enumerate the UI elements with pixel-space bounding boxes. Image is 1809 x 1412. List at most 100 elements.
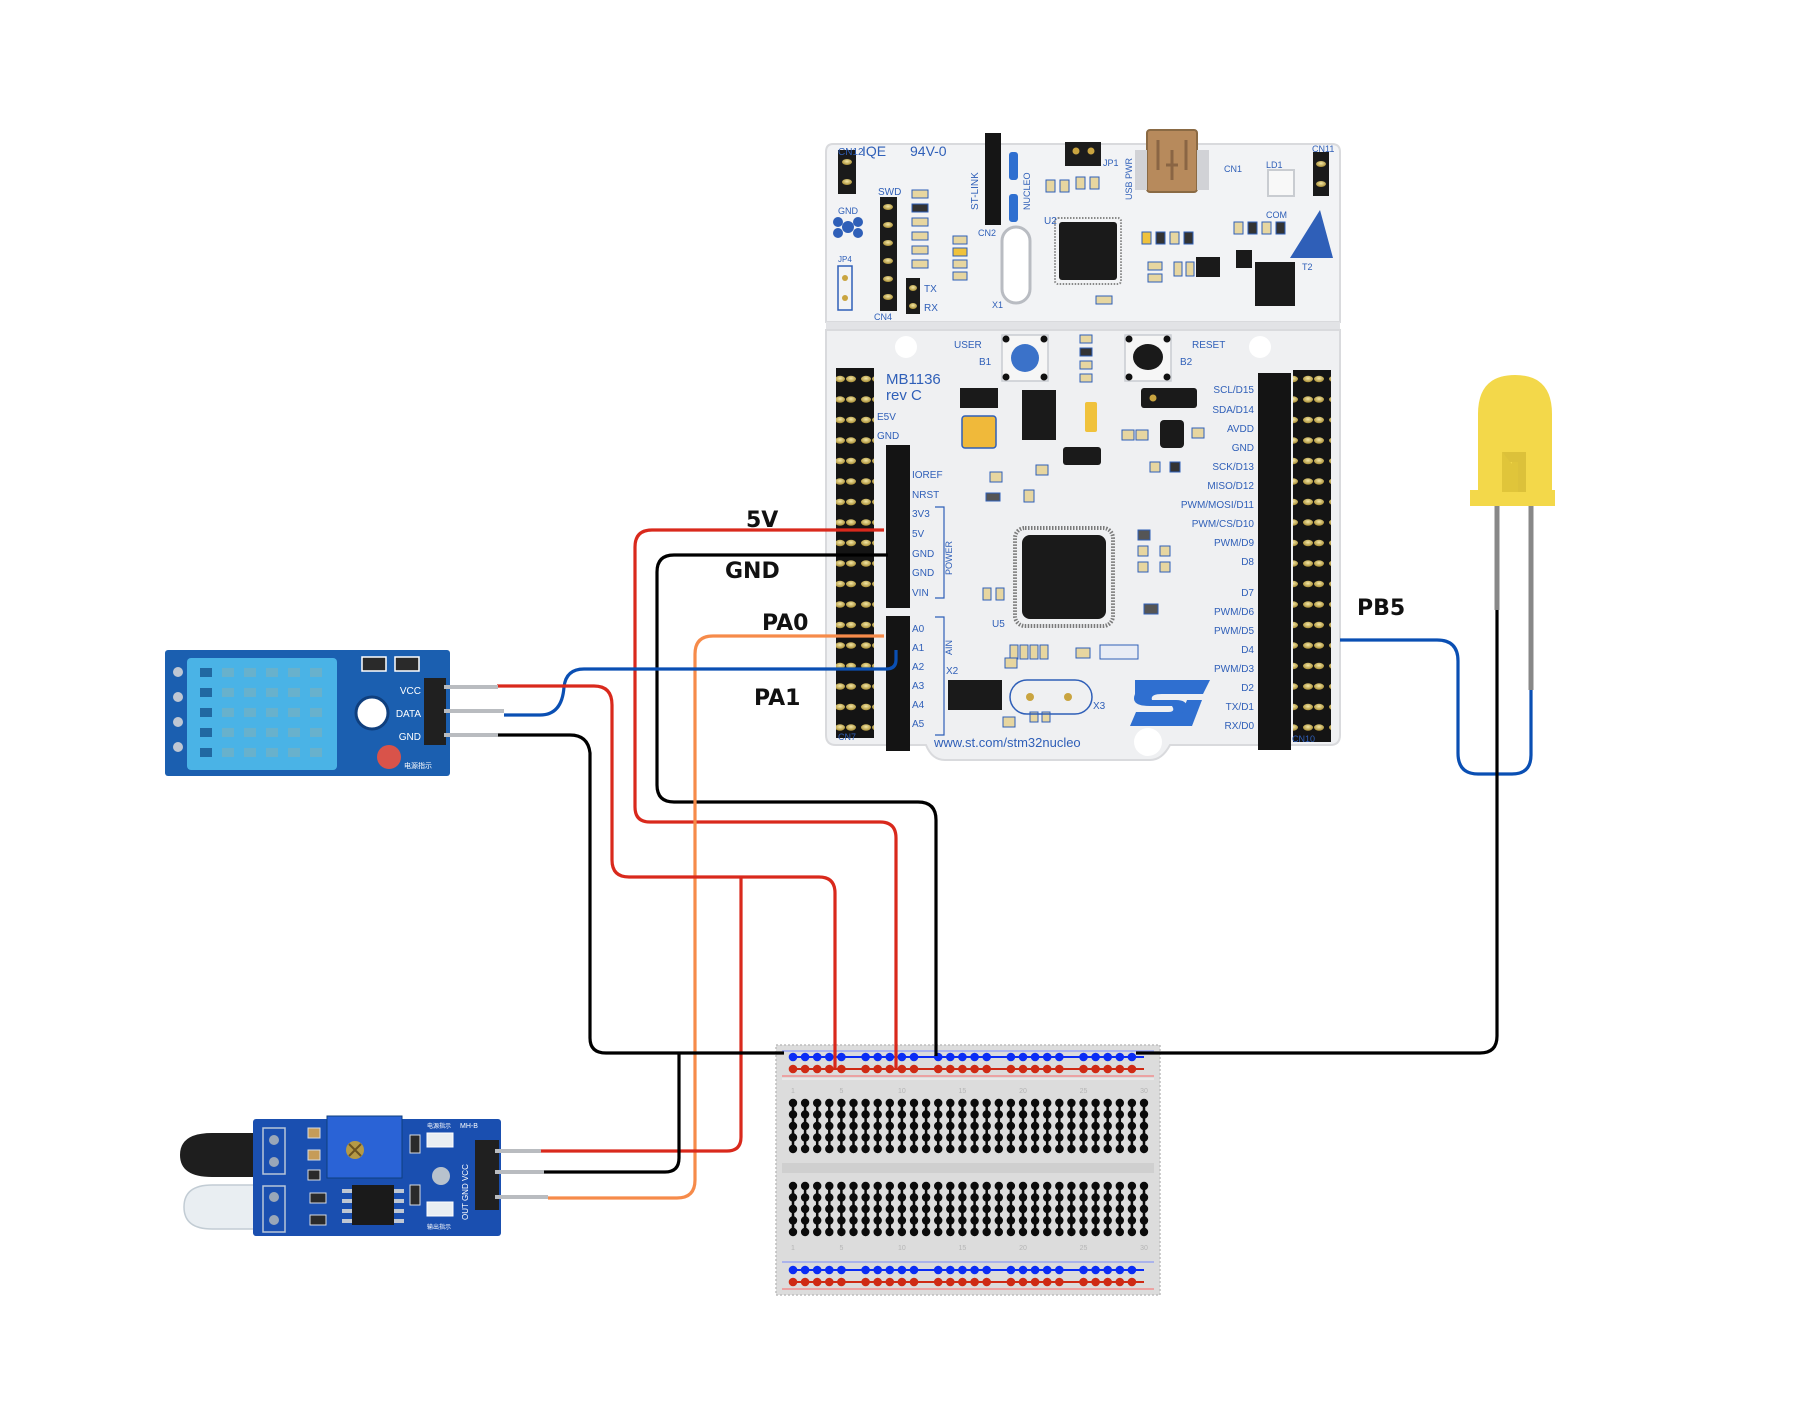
- breadboard-hole[interactable]: [849, 1204, 858, 1214]
- breadboard-hole[interactable]: [1139, 1110, 1149, 1119]
- rail-positive-hole[interactable]: [812, 1277, 822, 1287]
- breadboard-hole[interactable]: [994, 1133, 1003, 1142]
- rail-positive-hole[interactable]: [946, 1277, 955, 1287]
- breadboard-hole[interactable]: [800, 1216, 810, 1225]
- breadboard-hole[interactable]: [1079, 1144, 1088, 1154]
- breadboard-hole[interactable]: [1103, 1098, 1112, 1108]
- breadboard-hole[interactable]: [1115, 1098, 1125, 1108]
- breadboard-hole[interactable]: [1115, 1204, 1125, 1214]
- breadboard-hole[interactable]: [849, 1227, 858, 1237]
- breadboard-hole[interactable]: [934, 1204, 943, 1214]
- breadboard-hole[interactable]: [1103, 1110, 1112, 1119]
- breadboard-hole[interactable]: [934, 1098, 943, 1108]
- rail-negative-hole[interactable]: [837, 1265, 846, 1275]
- wire-ir-vcc[interactable]: [540, 877, 743, 1153]
- breadboard-hole[interactable]: [982, 1193, 991, 1202]
- rail-negative-hole[interactable]: [1006, 1265, 1016, 1275]
- breadboard-hole[interactable]: [970, 1110, 979, 1119]
- breadboard-hole[interactable]: [909, 1110, 919, 1119]
- breadboard-hole[interactable]: [1055, 1193, 1064, 1202]
- rail-positive-hole[interactable]: [897, 1064, 907, 1074]
- breadboard-hole[interactable]: [800, 1098, 810, 1108]
- breadboard-hole[interactable]: [1139, 1204, 1149, 1214]
- rail-negative-hole[interactable]: [885, 1265, 895, 1275]
- rail-negative-hole[interactable]: [825, 1052, 834, 1062]
- breadboard-hole[interactable]: [909, 1193, 919, 1202]
- breadboard-hole[interactable]: [921, 1216, 931, 1225]
- breadboard-hole[interactable]: [921, 1098, 931, 1108]
- rail-positive-hole[interactable]: [1103, 1277, 1112, 1287]
- breadboard-hole[interactable]: [934, 1193, 943, 1202]
- breadboard-hole[interactable]: [849, 1144, 858, 1154]
- breadboard-hole[interactable]: [837, 1193, 846, 1202]
- breadboard-hole[interactable]: [994, 1193, 1003, 1202]
- breadboard-hole[interactable]: [1018, 1181, 1028, 1191]
- breadboard-hole[interactable]: [897, 1204, 907, 1214]
- breadboard-hole[interactable]: [1030, 1216, 1040, 1225]
- rail-positive-hole[interactable]: [825, 1064, 834, 1074]
- breadboard-hole[interactable]: [909, 1144, 919, 1154]
- breadboard-hole[interactable]: [897, 1144, 907, 1154]
- breadboard-hole[interactable]: [1030, 1204, 1040, 1214]
- breadboard-hole[interactable]: [921, 1144, 931, 1154]
- breadboard-hole[interactable]: [1091, 1227, 1100, 1237]
- breadboard-hole[interactable]: [1006, 1216, 1016, 1225]
- breadboard-hole[interactable]: [1030, 1110, 1040, 1119]
- breadboard-hole[interactable]: [1006, 1121, 1016, 1131]
- rail-positive-hole[interactable]: [909, 1277, 919, 1287]
- rail-positive-hole[interactable]: [1079, 1277, 1088, 1287]
- breadboard-hole[interactable]: [1139, 1144, 1149, 1154]
- rail-positive-hole[interactable]: [1127, 1277, 1137, 1287]
- breadboard-hole[interactable]: [1127, 1204, 1137, 1214]
- rail-positive-hole[interactable]: [958, 1064, 967, 1074]
- breadboard-hole[interactable]: [813, 1204, 822, 1214]
- breadboard-hole[interactable]: [1006, 1193, 1016, 1202]
- breadboard-hole[interactable]: [921, 1133, 931, 1142]
- rail-negative-hole[interactable]: [1079, 1265, 1088, 1275]
- breadboard-hole[interactable]: [873, 1144, 882, 1154]
- breadboard-hole[interactable]: [1103, 1133, 1112, 1142]
- breadboard-hole[interactable]: [1091, 1144, 1100, 1154]
- breadboard-hole[interactable]: [1030, 1098, 1040, 1108]
- rail-negative-hole[interactable]: [861, 1265, 870, 1275]
- breadboard-hole[interactable]: [897, 1121, 907, 1131]
- breadboard-hole[interactable]: [825, 1181, 834, 1191]
- breadboard-hole[interactable]: [885, 1133, 894, 1142]
- breadboard-hole[interactable]: [837, 1216, 846, 1225]
- breadboard-hole[interactable]: [1115, 1110, 1125, 1119]
- breadboard-hole[interactable]: [837, 1098, 846, 1108]
- breadboard-hole[interactable]: [1055, 1121, 1064, 1131]
- rail-positive-hole[interactable]: [1115, 1064, 1125, 1074]
- breadboard-hole[interactable]: [982, 1133, 991, 1142]
- rail-negative-hole[interactable]: [982, 1052, 991, 1062]
- breadboard-hole[interactable]: [849, 1193, 858, 1202]
- breadboard-hole[interactable]: [994, 1204, 1003, 1214]
- rail-negative-hole[interactable]: [946, 1052, 955, 1062]
- breadboard-hole[interactable]: [1043, 1121, 1052, 1131]
- breadboard-hole[interactable]: [825, 1121, 834, 1131]
- breadboard-hole[interactable]: [897, 1098, 907, 1108]
- breadboard-hole[interactable]: [849, 1121, 858, 1131]
- breadboard-hole[interactable]: [1115, 1216, 1125, 1225]
- breadboard-hole[interactable]: [813, 1133, 822, 1142]
- breadboard-hole[interactable]: [788, 1098, 798, 1108]
- breadboard-hole[interactable]: [1067, 1193, 1076, 1202]
- breadboard-hole[interactable]: [958, 1110, 967, 1119]
- breadboard-hole[interactable]: [1055, 1204, 1064, 1214]
- breadboard-hole[interactable]: [958, 1121, 967, 1131]
- breadboard-hole[interactable]: [885, 1204, 894, 1214]
- breadboard-hole[interactable]: [788, 1227, 798, 1237]
- rail-positive-hole[interactable]: [837, 1064, 846, 1074]
- breadboard-hole[interactable]: [994, 1216, 1003, 1225]
- breadboard-hole[interactable]: [837, 1121, 846, 1131]
- breadboard-hole[interactable]: [1115, 1144, 1125, 1154]
- rail-positive-hole[interactable]: [861, 1064, 870, 1074]
- breadboard-hole[interactable]: [1139, 1227, 1149, 1237]
- breadboard-hole[interactable]: [1043, 1133, 1052, 1142]
- rail-negative-hole[interactable]: [788, 1265, 798, 1275]
- breadboard-hole[interactable]: [1030, 1181, 1040, 1191]
- rail-positive-hole[interactable]: [933, 1064, 943, 1074]
- breadboard-hole[interactable]: [1006, 1204, 1016, 1214]
- rail-negative-hole[interactable]: [1030, 1265, 1040, 1275]
- breadboard-hole[interactable]: [1018, 1098, 1028, 1108]
